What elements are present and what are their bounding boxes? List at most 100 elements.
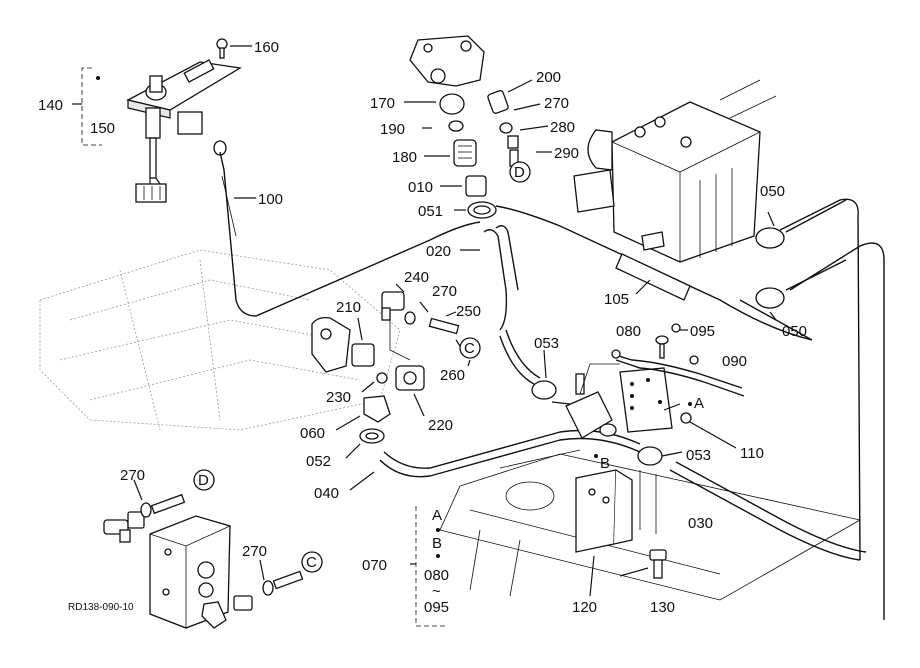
bracket-left-ghost <box>311 316 351 373</box>
label-120: 120 <box>572 599 597 616</box>
label-270-lower-top: 270 <box>120 467 145 484</box>
legend-070-a: A <box>432 507 442 524</box>
elbow-lower <box>201 595 253 629</box>
legend-070-from: 080 <box>424 567 449 584</box>
throttle-lever-assembly <box>126 59 242 203</box>
callout-label-c-lower: C <box>306 554 317 571</box>
label-052: 052 <box>306 453 331 470</box>
label-290: 290 <box>554 145 579 162</box>
lower-frame <box>439 449 862 601</box>
label-270-lower-bottom: 270 <box>242 543 267 560</box>
label-270-mid: 270 <box>432 283 457 300</box>
clamp-053-left <box>531 349 557 400</box>
label-051: 051 <box>418 203 443 220</box>
group-bracket-140 <box>72 67 102 146</box>
fitting-210 <box>351 317 375 367</box>
label-160: 160 <box>254 39 279 56</box>
label-150: 150 <box>90 120 115 137</box>
body-180 <box>424 139 477 167</box>
label-050-bottom: 050 <box>782 323 807 340</box>
label-060: 060 <box>300 425 325 442</box>
label-220: 220 <box>428 417 453 434</box>
label-050-top: 050 <box>760 183 785 200</box>
screw-080 <box>655 335 669 359</box>
legend-070-b: B <box>432 535 442 552</box>
label-030: 030 <box>688 515 713 532</box>
callout-label-a: A <box>694 395 704 412</box>
joint-220 <box>389 320 425 417</box>
elbow-200 <box>487 79 533 114</box>
washer-270-lower-bottom <box>259 559 304 596</box>
diagram-code: RD138-090-10 <box>68 602 134 613</box>
dot-a <box>688 402 692 406</box>
label-040: 040 <box>314 485 339 502</box>
label-180: 180 <box>392 149 417 166</box>
callout-circle-d-top <box>509 161 531 183</box>
label-210: 210 <box>336 299 361 316</box>
bolt-160 <box>216 38 252 59</box>
callout-circle-c-mid <box>455 337 481 367</box>
valve-block-lower <box>149 515 231 629</box>
o-ring-230 <box>361 372 388 393</box>
throttle-cable-100 <box>219 151 481 317</box>
fuel-line-main <box>495 205 813 385</box>
label-110: 110 <box>740 445 764 462</box>
label-095: 095 <box>690 323 715 340</box>
hose-040-030 <box>349 429 867 561</box>
label-070: 070 <box>362 557 387 574</box>
valve-body-center <box>551 363 620 439</box>
washer-270-top <box>499 103 541 134</box>
label-100: 100 <box>258 191 283 208</box>
legend-070-tilde: ~ <box>432 583 441 600</box>
label-140: 140 <box>38 97 63 114</box>
return-lines-050 <box>739 198 885 620</box>
clamp-052 <box>345 428 385 459</box>
label-230: 230 <box>326 389 351 406</box>
pipe-250 <box>428 311 460 335</box>
bracket-120 <box>575 469 657 597</box>
label-090: 090 <box>722 353 747 370</box>
clamp-053-right <box>637 446 683 466</box>
label-260: 260 <box>440 367 465 384</box>
label-250: 250 <box>456 303 481 320</box>
fitting-lower-left <box>103 511 145 543</box>
label-190: 190 <box>380 121 405 138</box>
label-200: 200 <box>536 69 561 86</box>
label-053-left: 053 <box>534 335 559 352</box>
bracket-plate-110 <box>619 367 681 433</box>
hose-020 <box>460 225 519 331</box>
nut-280 <box>507 125 549 149</box>
elbow-240 <box>381 283 405 321</box>
washer-270-lower-top <box>133 479 186 518</box>
bolt-110 <box>680 412 737 449</box>
label-240: 240 <box>404 269 429 286</box>
label-170: 170 <box>370 95 395 112</box>
label-130: 130 <box>650 599 675 616</box>
clamp-051 <box>454 201 497 219</box>
label-105: 105 <box>604 291 629 308</box>
callout-label-d-top: D <box>514 164 525 181</box>
elbow-060 <box>335 395 391 431</box>
callout-circle-d-lower <box>193 469 215 491</box>
label-010: 010 <box>408 179 433 196</box>
callout-label-b: B <box>600 455 610 472</box>
pump-head-170 <box>404 35 485 115</box>
label-020: 020 <box>426 243 451 260</box>
dot-b <box>594 454 598 458</box>
callout-circle-c-lower <box>301 551 323 573</box>
callout-label-c-mid: C <box>464 340 475 357</box>
sleeve-105 <box>615 253 691 301</box>
wire-090 <box>611 349 745 397</box>
legend-070-to: 095 <box>424 599 449 616</box>
fitting-010 <box>440 175 487 197</box>
o-ring-190 <box>422 120 464 132</box>
label-270-top: 270 <box>544 95 569 112</box>
callout-label-d-lower: D <box>198 472 209 489</box>
label-280: 280 <box>550 119 575 136</box>
nut-095 <box>671 323 699 365</box>
engine-block <box>573 79 777 263</box>
bolt-130 <box>619 549 667 579</box>
group-bracket-070 <box>410 506 446 627</box>
washer-270-mid <box>404 301 429 325</box>
